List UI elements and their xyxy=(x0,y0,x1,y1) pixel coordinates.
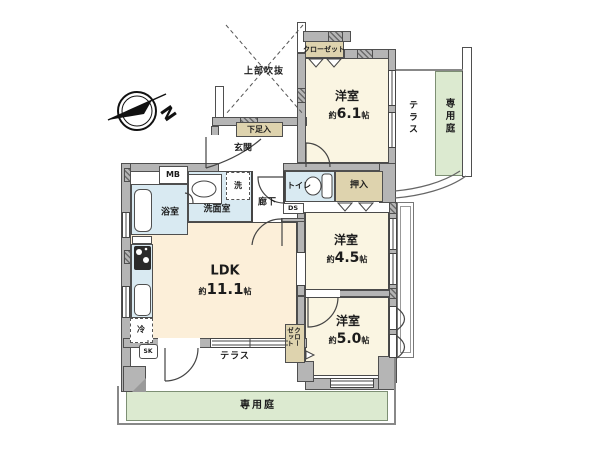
size-unit: 帖 xyxy=(243,287,252,296)
boundary-bottom xyxy=(117,423,396,425)
closet-top-label: クローゼット xyxy=(303,45,345,54)
wall-hatch-6 xyxy=(297,88,306,103)
terrace-right-label: テラス xyxy=(407,100,417,136)
closet-top xyxy=(305,41,344,58)
terrace-bottom-label: テラス xyxy=(220,351,250,362)
size-unit: 帖 xyxy=(359,255,368,264)
wall-hatch-2 xyxy=(124,168,131,182)
hall-label: 廊下 xyxy=(257,197,277,208)
room-label-west-6-1: 洋室 xyxy=(334,89,360,103)
size-approx: 約 xyxy=(328,111,337,120)
slop-sink-box xyxy=(139,344,158,359)
wall-hatch-7 xyxy=(389,202,397,214)
kitchen-sink xyxy=(134,284,151,316)
room-size-west-5-0: 約5.0帖 xyxy=(329,330,370,346)
size-approx: 約 xyxy=(326,255,335,264)
fridge-space xyxy=(130,318,153,343)
room-label-ldk: LDK xyxy=(210,263,240,279)
mb-label: MB xyxy=(165,170,181,179)
washer-label: 洗 xyxy=(234,181,242,190)
west3-bottom-window xyxy=(330,378,374,388)
wall-west3-pier-br xyxy=(378,356,396,390)
front-door-opening xyxy=(211,135,219,163)
entrance-label: 玄関 xyxy=(233,143,253,154)
closet-side-label-col-right: クロー xyxy=(292,327,301,347)
west3-casement-1 xyxy=(389,306,397,330)
wall-hatch-8 xyxy=(389,288,397,299)
west2-window-2 xyxy=(389,253,397,285)
wall-toilet-left xyxy=(283,171,285,203)
wall-west1-left xyxy=(297,53,306,163)
balcony-outline-inner xyxy=(400,206,411,353)
size-value: 6.1 xyxy=(336,106,362,122)
size-unit: 帖 xyxy=(361,111,370,120)
bath-label: 浴室 xyxy=(160,207,180,218)
fridge-label: 冷 xyxy=(137,325,145,334)
wall-void-left-stub xyxy=(215,86,224,118)
oshiire-fold-2 xyxy=(357,202,375,212)
wall-left xyxy=(121,163,131,392)
size-value: 4.5 xyxy=(334,250,360,266)
size-value: 5.0 xyxy=(336,331,362,347)
size-value: 11.1 xyxy=(206,280,244,298)
ds-label: DS xyxy=(287,203,299,212)
west1-window-2 xyxy=(388,112,396,148)
stove xyxy=(134,246,151,270)
wall-hatch-5 xyxy=(357,49,373,59)
room-size-west-4-5: 約4.5帖 xyxy=(327,249,368,265)
sk-label: SK xyxy=(143,348,153,355)
kitchen-counter xyxy=(132,236,152,244)
wall-powder-hall-divider xyxy=(251,171,253,222)
boundary-terrace-top xyxy=(396,69,463,71)
west2-window-1 xyxy=(389,218,397,250)
oshiire-fold-1 xyxy=(336,202,354,212)
toilet-label: トイレ xyxy=(287,181,311,190)
void-label: 上部吹抜 xyxy=(243,66,285,77)
west1-window-1 xyxy=(388,70,396,106)
west2-sliding-opening xyxy=(297,252,305,286)
wall-hatch-3 xyxy=(124,250,131,264)
room-label-west-4-5: 洋室 xyxy=(333,233,359,247)
oshiire-label: 押入 xyxy=(349,180,369,191)
room-size-ldk: 約11.1帖 xyxy=(198,281,251,297)
boundary-right xyxy=(394,357,396,424)
ldk-terrace-window xyxy=(210,338,290,348)
boundary-left xyxy=(117,386,119,425)
size-approx: 約 xyxy=(328,336,337,345)
private-garden-right xyxy=(435,71,463,176)
bathtub xyxy=(134,189,152,232)
west3-door-opening xyxy=(306,290,340,297)
north-compass-icon: N xyxy=(107,91,180,131)
terrace-door-opening xyxy=(158,338,200,348)
size-unit: 帖 xyxy=(361,336,370,345)
west3-casement-2 xyxy=(389,334,397,358)
wall-pier-bottom-left xyxy=(123,366,146,392)
north-label: N xyxy=(155,102,180,125)
garden-right-label: 専用庭 xyxy=(443,98,455,136)
wall-west1-right xyxy=(388,49,396,172)
shoe-cabinet-label: 下足入 xyxy=(247,125,271,134)
garden-bottom-label: 専用庭 xyxy=(240,400,276,411)
vanity-sink xyxy=(188,174,222,204)
bath-window xyxy=(122,212,130,238)
wall-west3-pier-bl xyxy=(297,361,314,382)
room-label-west-5-0: 洋室 xyxy=(335,314,361,328)
room-size-west-6-1: 約6.1帖 xyxy=(329,105,370,121)
private-garden-bottom xyxy=(126,391,388,421)
garden-right-wall xyxy=(462,47,472,177)
size-approx: 約 xyxy=(198,287,207,296)
wall-hall-ldk-b xyxy=(281,218,305,222)
closet-side-label-col-left: ゼット xyxy=(285,327,294,347)
powder-label: 洗面室 xyxy=(203,204,231,215)
kitchen-window xyxy=(122,286,130,318)
terrace-door-swing xyxy=(164,347,199,382)
